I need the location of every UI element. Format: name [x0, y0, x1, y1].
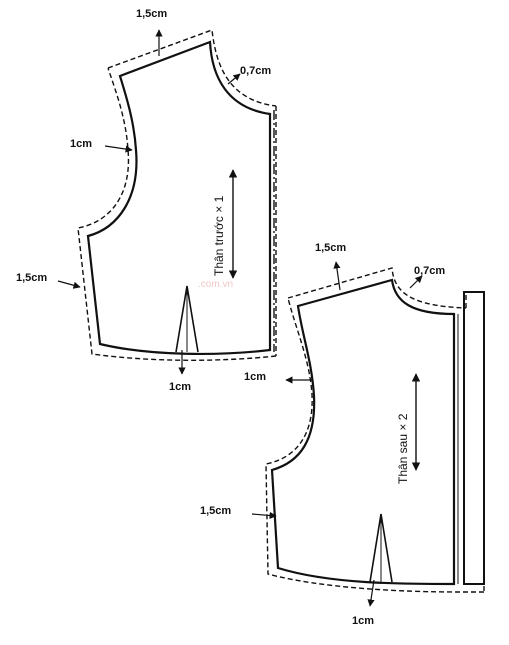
back-side-label: 1,5cm [200, 505, 231, 517]
back-shoulder-arrow [333, 261, 341, 291]
front-armhole-label: 1cm [70, 138, 92, 150]
back-bodice: 1,5cm 0,7cm 1cm 1,5cm 1cm Thân sau × 2 [200, 242, 485, 627]
front-neck-label: 0,7cm [240, 65, 271, 77]
front-side-arrow [57, 280, 81, 289]
front-armhole-arrow [104, 145, 133, 153]
back-shoulder-label: 1,5cm [315, 242, 346, 254]
front-cut-outline [86, 40, 272, 356]
front-side-label: 1,5cm [16, 272, 47, 284]
front-neck-arrow [227, 73, 241, 85]
back-side-arrow [251, 511, 277, 520]
front-hem-label: 1cm [169, 381, 191, 393]
front-piece-title: Thân trước × 1 [212, 195, 226, 276]
back-neck-label: 0,7cm [414, 265, 445, 277]
back-hem-label: 1cm [352, 615, 374, 627]
front-shoulder-label: 1,5cm [136, 8, 167, 20]
back-armhole-label: 1cm [244, 371, 266, 383]
back-neck-arrow [409, 275, 423, 289]
watermark-text: .com.vn [198, 279, 233, 290]
back-placket-strip [463, 291, 485, 585]
back-cut-outline [270, 278, 456, 586]
back-piece-title: Thân sau × 2 [396, 413, 410, 484]
front-bodice: 1,5cm 0,7cm 1cm 1,5cm 1cm Thân trước × 1 [16, 8, 277, 393]
front-allowance-outline [77, 29, 277, 361]
back-hem-arrow [367, 579, 375, 607]
